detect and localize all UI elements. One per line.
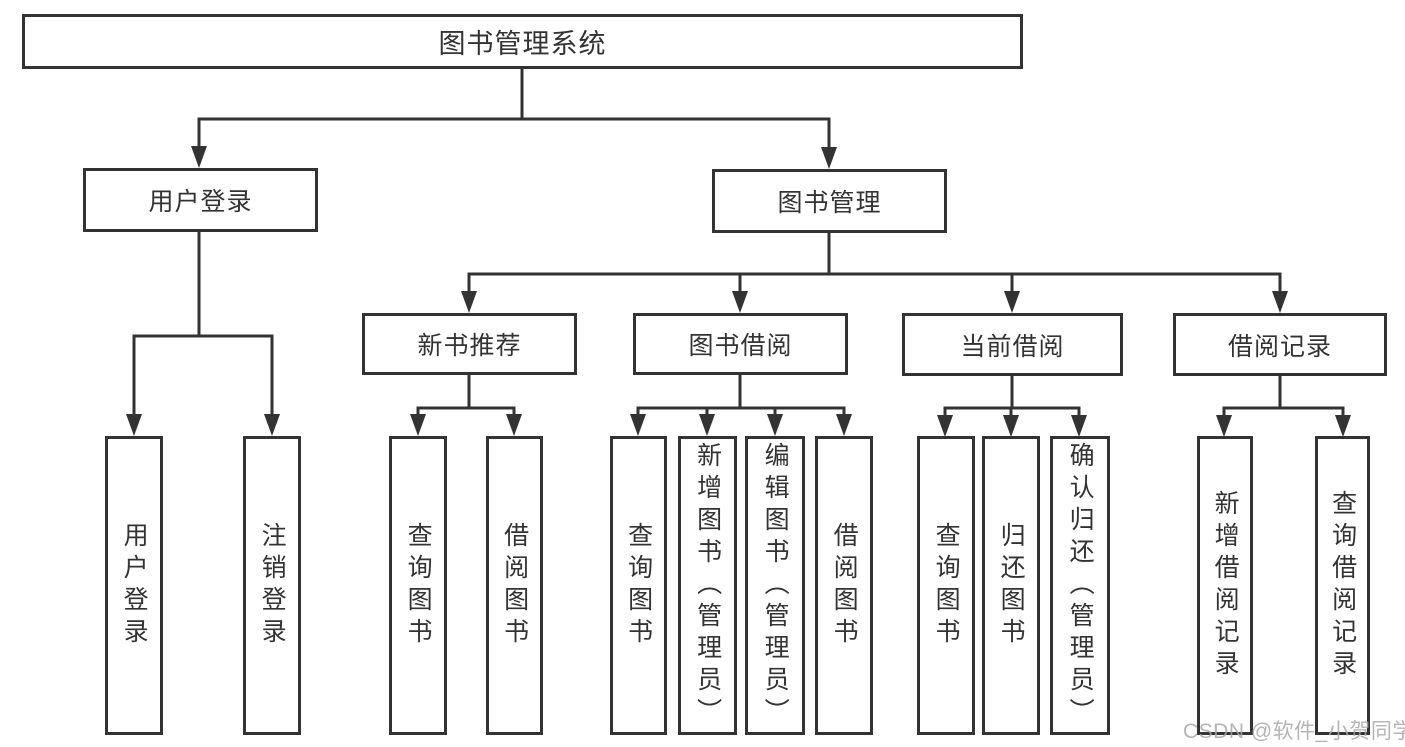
leaf-edit-books-admin: 编辑图书（管理员） <box>745 436 805 735</box>
arrowhead-icon <box>410 414 426 436</box>
leaf-query-books-borrow: 查询图书 <box>610 436 667 735</box>
leaf-user-login-label: 用户登录 <box>120 521 149 650</box>
connector-branch <box>126 232 280 436</box>
node-user-login-label: 用户登录 <box>148 188 253 216</box>
node-book-borrow-label: 图书借阅 <box>688 332 793 360</box>
arrowhead-icon <box>1335 415 1351 437</box>
leaf-add-borrow-record: 新增借阅记录 <box>1197 436 1253 735</box>
arrowhead-icon <box>1272 291 1288 313</box>
leaf-query-books-recommend: 查询图书 <box>389 436 447 735</box>
arrowhead-icon <box>126 414 142 436</box>
leaf-borrow-books: 借阅图书 <box>815 436 873 735</box>
leaf-edit-books-admin-label: 编辑图书（管理员） <box>761 441 790 730</box>
connector-branch <box>461 233 1288 313</box>
node-borrow-records: 借阅记录 <box>1173 313 1387 376</box>
node-book-borrow: 图书借阅 <box>633 313 848 375</box>
leaf-add-books-admin-label: 新增图书（管理员） <box>693 441 722 730</box>
node-current-borrow: 当前借阅 <box>902 313 1123 376</box>
leaf-query-borrow-record: 查询借阅记录 <box>1315 436 1370 735</box>
node-borrow-records-label: 借阅记录 <box>1227 332 1332 361</box>
connector-branch <box>191 67 837 169</box>
csdn-watermark: CSDN @软件_小贺同学 <box>1183 720 1405 743</box>
arrowhead-icon <box>506 414 522 436</box>
connector-branch <box>410 375 522 436</box>
node-user-login: 用户登录 <box>83 168 318 232</box>
arrowhead-icon <box>767 414 783 436</box>
leaf-add-borrow-record-label: 新增借阅记录 <box>1211 489 1240 682</box>
node-book-management: 图书管理 <box>712 169 947 233</box>
leaf-query-borrow-record-label: 查询借阅记录 <box>1328 489 1357 682</box>
leaf-logout: 注销登录 <box>243 436 301 735</box>
node-library-system-label: 图书管理系统 <box>438 29 607 59</box>
arrowhead-icon <box>1071 415 1087 437</box>
leaf-logout-label: 注销登录 <box>258 521 287 650</box>
arrowhead-icon <box>1216 415 1232 437</box>
arrowhead-icon <box>1003 415 1019 437</box>
arrowhead-icon <box>264 414 280 436</box>
node-book-management-label: 图书管理 <box>777 189 882 217</box>
leaf-query-books-current-label: 查询图书 <box>932 521 961 650</box>
leaf-query-books-recommend-label: 查询图书 <box>404 521 433 650</box>
leaf-query-books-borrow-label: 查询图书 <box>624 521 653 650</box>
arrowhead-icon <box>732 291 748 313</box>
leaf-return-books-label: 归还图书 <box>997 521 1026 650</box>
arrowhead-icon <box>461 291 477 313</box>
arrowhead-icon <box>821 147 837 169</box>
arrowhead-icon <box>836 414 852 436</box>
leaf-borrow-books-label: 借阅图书 <box>830 521 859 650</box>
arrowhead-icon <box>191 146 207 168</box>
leaf-return-books: 归还图书 <box>982 436 1040 735</box>
leaf-borrow-books-recommend-label: 借阅图书 <box>500 521 529 650</box>
leaf-query-books-current: 查询图书 <box>917 436 975 735</box>
node-new-book-recommend-label: 新书推荐 <box>417 332 522 360</box>
leaf-confirm-return-admin-label: 确认归还（管理员） <box>1066 441 1095 730</box>
node-new-book-recommend: 新书推荐 <box>362 313 577 375</box>
node-library-system: 图书管理系统 <box>22 14 1023 69</box>
arrowhead-icon <box>630 414 646 436</box>
leaf-confirm-return-admin: 确认归还（管理员） <box>1050 436 1110 735</box>
leaf-user-login: 用户登录 <box>105 436 163 735</box>
leaf-add-books-admin: 新增图书（管理员） <box>678 436 737 735</box>
connector-branch <box>937 376 1087 437</box>
connector-branch <box>1216 376 1351 437</box>
arrowhead-icon <box>937 415 953 437</box>
arrowhead-icon <box>1004 291 1020 313</box>
leaf-borrow-books-recommend: 借阅图书 <box>486 436 543 735</box>
connector-branch <box>630 375 852 436</box>
arrowhead-icon <box>699 414 715 436</box>
node-current-borrow-label: 当前借阅 <box>960 332 1065 361</box>
